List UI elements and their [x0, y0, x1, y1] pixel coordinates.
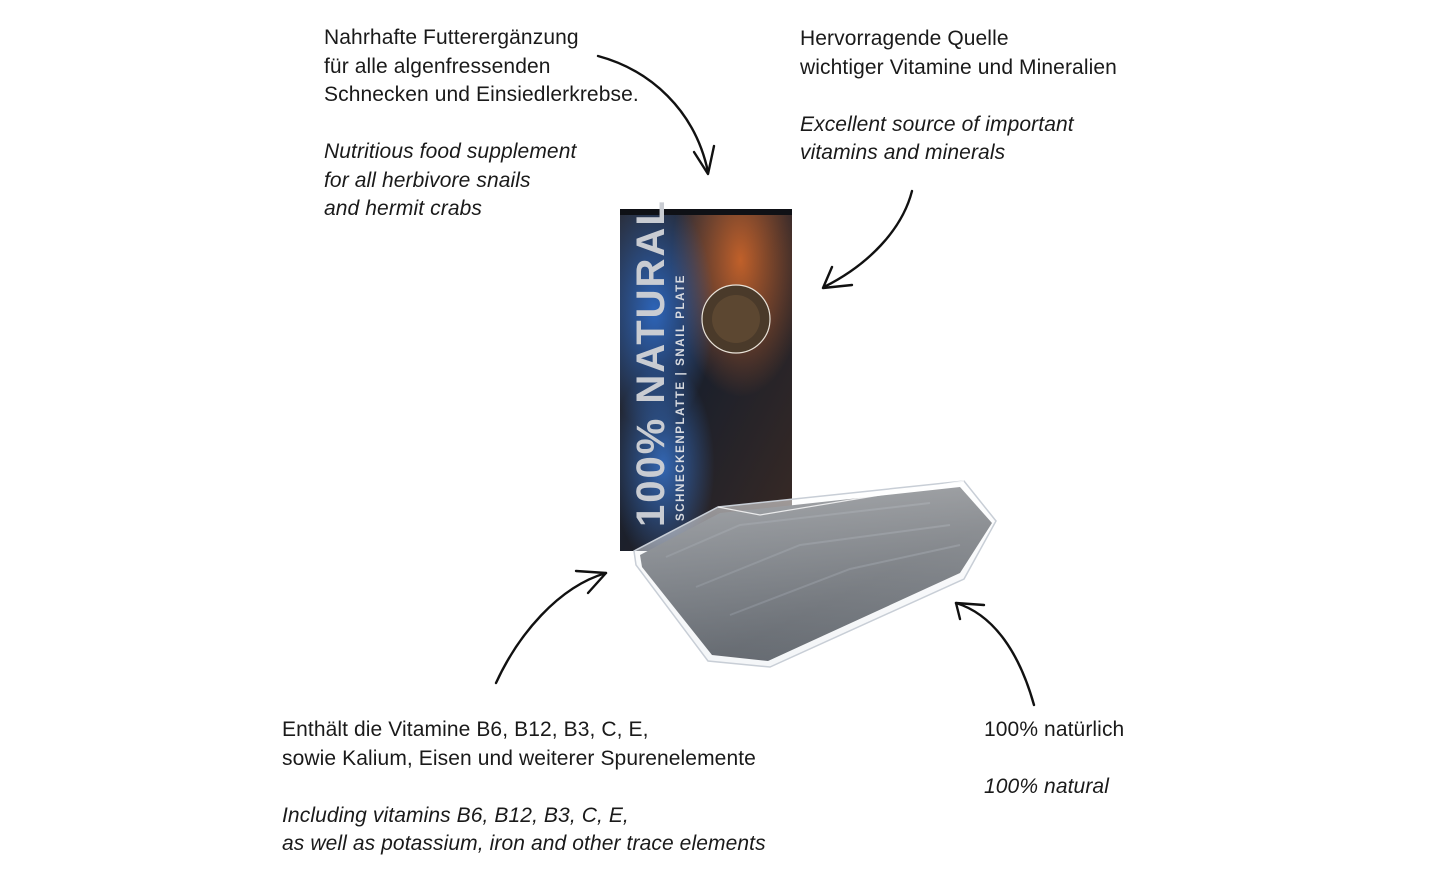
product-image: 100% NATURAL SCHNECKENPLATTE | SNAIL PLA…: [620, 199, 997, 668]
text-line: für alle algenfressenden: [324, 54, 551, 78]
text-line: vitamins and minerals: [800, 141, 1006, 164]
note-top-right-german: Hervorragende Quelle wichtiger Vitamine …: [800, 25, 1117, 82]
text-line: Enthält die Vitamine B6, B12, B3, C, E,: [282, 718, 649, 741]
note-bottom-right: 100% natürlich 100% natural: [984, 716, 1124, 802]
text-line: Including vitamins B6, B12, B3, C, E,: [282, 803, 629, 827]
text-line: Schnecken und Einsiedlerkrebse.: [324, 83, 639, 106]
text-line: and hermit crabs: [324, 197, 483, 220]
note-bottom-right-english: 100% natural: [984, 773, 1124, 802]
arrow-top-left-icon: [596, 54, 716, 176]
box-headline: 100% NATURAL: [629, 199, 673, 527]
note-top-left-english: Nutritious food supplement for all herbi…: [324, 138, 639, 224]
text-line: 100% natürlich: [984, 718, 1125, 741]
note-bottom-left-german: Enthält die Vitamine B6, B12, B3, C, E, …: [282, 716, 766, 773]
note-top-right-english: Excellent source of important vitamins a…: [800, 111, 1117, 168]
note-bottom-left: Enthält die Vitamine B6, B12, B3, C, E, …: [282, 716, 766, 859]
note-top-left-german: Nahrhafte Futterergänzung für alle algen…: [324, 24, 639, 110]
text-line: Hervorragende Quelle: [800, 27, 1009, 50]
note-bottom-left-english: Including vitamins B6, B12, B3, C, E, as…: [282, 802, 766, 859]
text-line: Nutritious food supplement: [324, 140, 577, 163]
arrow-top-right-icon: [821, 189, 914, 290]
text-line: Nahrhafte Futterergänzung: [324, 26, 579, 49]
note-top-left: Nahrhafte Futterergänzung für alle algen…: [324, 24, 639, 224]
arrow-bottom-left-icon: [494, 569, 608, 685]
note-top-right: Hervorragende Quelle wichtiger Vitamine …: [800, 25, 1117, 168]
text-line: sowie Kalium, Eisen und weiterer Spurene…: [282, 746, 756, 770]
box-subline: SCHNECKENPLATTE | SNAIL PLATE: [675, 274, 687, 521]
arrow-bottom-right-icon: [954, 601, 1036, 707]
text-line: as well as potassium, iron and other tra…: [282, 832, 766, 855]
text-line: wichtiger Vitamine und Mineralien: [800, 55, 1117, 79]
text-line: Excellent source of important: [800, 112, 1074, 136]
product-box: 100% NATURAL SCHNECKENPLATTE | SNAIL PLA…: [620, 199, 792, 551]
text-line: for all herbivore snails: [324, 168, 531, 192]
product-plate: [633, 480, 997, 668]
note-bottom-right-german: 100% natürlich: [984, 716, 1124, 745]
text-line: 100% natural: [984, 775, 1109, 798]
